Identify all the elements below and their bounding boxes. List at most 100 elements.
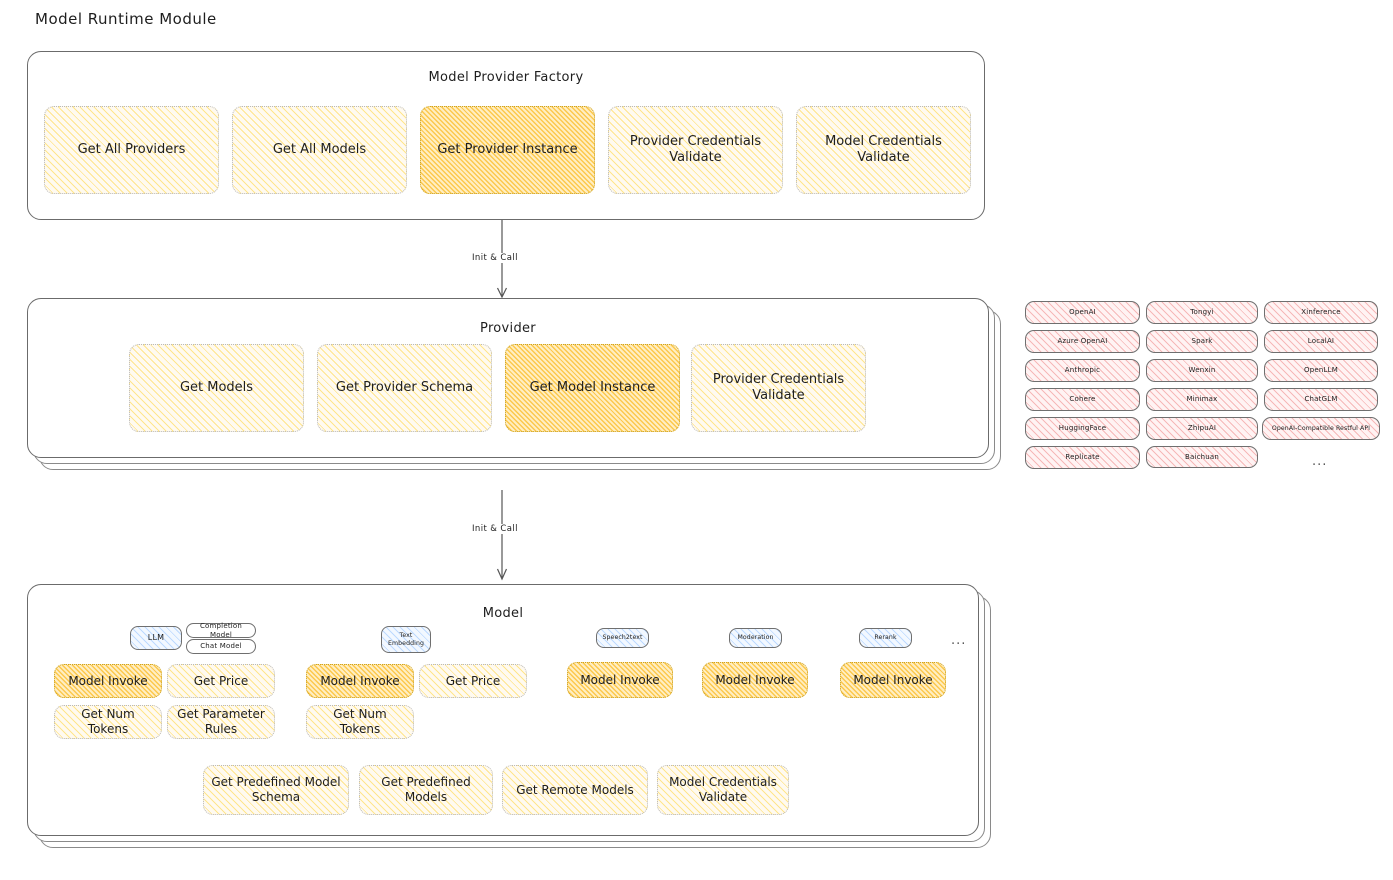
model-subtype-label: Completion Model <box>199 621 243 639</box>
model-types-more-ellipsis: ... <box>951 633 967 648</box>
provider-chip-chatglm[interactable]: ChatGLM <box>1264 388 1378 411</box>
model-type-moderation[interactable]: Moderation <box>729 628 782 648</box>
common-method-get-predefined-models[interactable]: Get Predefined Models <box>359 765 493 815</box>
provider-chip-azure-openai[interactable]: Azure OpenAI <box>1025 330 1140 353</box>
provider-item-get-provider-schema[interactable]: Get Provider Schema <box>317 344 492 432</box>
page-title: Model Runtime Module <box>35 10 217 28</box>
method-label: Get Price <box>445 673 501 688</box>
model-type-label: Speech2text <box>602 634 643 642</box>
provider-item-get-model-instance[interactable]: Get Model Instance <box>505 344 680 432</box>
provider-chip-tongyi[interactable]: Tongyi <box>1146 301 1258 324</box>
model-type-llm[interactable]: LLM <box>130 626 182 650</box>
method-label: Model Invoke <box>853 672 933 687</box>
model-subtype-chat-model[interactable]: Chat Model <box>186 639 256 654</box>
method-label: Get Num Tokens <box>81 707 135 736</box>
llm-method-get-price[interactable]: Get Price <box>167 664 275 698</box>
method-label: Model Invoke <box>715 672 795 687</box>
factory-item-get-provider-instance[interactable]: Get Provider Instance <box>420 106 595 194</box>
arrow-provider-to-model <box>496 490 508 581</box>
method-label: Get Num Tokens <box>333 707 387 736</box>
model-type-label: Rerank <box>874 634 897 642</box>
arrow-label-init-call-2: Init & Call <box>469 524 521 534</box>
provider-chip-label: Replicate <box>1065 453 1100 462</box>
rerank-method-model-invoke[interactable]: Model Invoke <box>840 662 946 698</box>
common-method-get-predefined-model-schema[interactable]: Get Predefined Model Schema <box>203 765 349 815</box>
provider-chip-openai-compatible-restful-api[interactable]: OpenAI-Compatible Restful API <box>1262 417 1380 440</box>
provider-chip-zhipuai[interactable]: ZhipuAI <box>1146 417 1258 440</box>
provider-chip-minimax[interactable]: Minimax <box>1146 388 1258 411</box>
provider-chip-label: Anthropic <box>1064 366 1101 375</box>
model-type-label: Moderation <box>737 634 774 642</box>
provider-chip-label: Tongyi <box>1190 308 1214 317</box>
speech2text-method-model-invoke[interactable]: Model Invoke <box>567 662 673 698</box>
factory-item-get-all-providers[interactable]: Get All Providers <box>44 106 219 194</box>
model-type-speech2text[interactable]: Speech2text <box>596 628 649 648</box>
factory-item-model-credentials-validate[interactable]: Model Credentials Validate <box>796 106 971 194</box>
method-label: Get Price <box>193 673 249 688</box>
model-type-text-embedding[interactable]: Text Embedding <box>381 626 431 653</box>
provider-chip-label: Baichuan <box>1184 452 1220 461</box>
provider-chip-replicate[interactable]: Replicate <box>1025 446 1140 469</box>
embedding-method-model-invoke[interactable]: Model Invoke <box>306 664 414 698</box>
factory-item-label: Get All Providers <box>77 141 186 157</box>
method-label: Get Predefined Models <box>381 775 471 804</box>
model-type-rerank[interactable]: Rerank <box>859 628 912 648</box>
provider-title: Provider <box>480 321 536 336</box>
provider-item-label: Get Model Instance <box>529 379 656 395</box>
provider-chip-cohere[interactable]: Cohere <box>1025 388 1140 411</box>
provider-chip-openllm[interactable]: OpenLLM <box>1264 359 1378 382</box>
provider-chip-label: OpenLLM <box>1304 366 1338 375</box>
moderation-method-model-invoke[interactable]: Model Invoke <box>702 662 808 698</box>
method-label: Get Remote Models <box>516 782 634 797</box>
model-title: Model <box>482 606 524 621</box>
provider-chip-spark[interactable]: Spark <box>1146 330 1258 353</box>
method-label: Model Invoke <box>320 673 400 688</box>
factory-title: Model Provider Factory <box>428 70 584 85</box>
provider-chip-label: HuggingFace <box>1058 424 1107 433</box>
provider-item-label: Get Models <box>179 379 254 395</box>
provider-item-label: Get Provider Schema <box>335 379 474 395</box>
method-label: Model Credentials Validate <box>669 775 777 804</box>
provider-chip-openai[interactable]: OpenAI <box>1025 301 1140 324</box>
provider-chip-baichuan[interactable]: Baichuan <box>1146 446 1258 468</box>
common-method-get-remote-models[interactable]: Get Remote Models <box>502 765 648 815</box>
method-label: Get Predefined Model Schema <box>211 775 341 804</box>
provider-item-get-models[interactable]: Get Models <box>129 344 304 432</box>
provider-item-provider-credentials-validate[interactable]: Provider Credentials Validate <box>691 344 866 432</box>
provider-list-more-ellipsis: ... <box>1312 454 1328 469</box>
llm-method-get-parameter-rules[interactable]: Get Parameter Rules <box>167 705 275 739</box>
embedding-method-get-num-tokens[interactable]: Get Num Tokens <box>306 705 414 739</box>
model-type-label: LLM <box>147 633 165 642</box>
model-subtype-label: Chat Model <box>200 642 242 651</box>
model-subtype-completion-model[interactable]: Completion Model <box>186 621 256 639</box>
provider-chip-label: OpenAI <box>1069 308 1096 317</box>
factory-item-label: Model Credentials Validate <box>825 133 942 165</box>
provider-chip-label: Spark <box>1191 337 1213 346</box>
provider-chip-wenxin[interactable]: Wenxin <box>1146 359 1258 382</box>
provider-chip-anthropic[interactable]: Anthropic <box>1025 359 1140 382</box>
llm-method-model-invoke[interactable]: Model Invoke <box>54 664 162 698</box>
provider-chip-label: ChatGLM <box>1304 395 1338 404</box>
factory-item-provider-credentials-validate[interactable]: Provider Credentials Validate <box>608 106 783 194</box>
provider-chip-label: OpenAI-Compatible Restful API <box>1271 424 1371 432</box>
provider-chip-huggingface[interactable]: HuggingFace <box>1025 417 1140 440</box>
provider-chip-xinference[interactable]: Xinference <box>1264 301 1378 324</box>
factory-item-label: Provider Credentials Validate <box>629 133 762 165</box>
provider-chip-label: Cohere <box>1069 395 1096 404</box>
method-label: Model Invoke <box>68 673 148 688</box>
arrow-label-init-call-1: Init & Call <box>469 253 521 263</box>
embedding-method-get-price[interactable]: Get Price <box>419 664 527 698</box>
factory-item-get-all-models[interactable]: Get All Models <box>232 106 407 194</box>
provider-chip-label: Azure OpenAI <box>1057 337 1108 346</box>
provider-chip-localai[interactable]: LocalAI <box>1264 330 1378 353</box>
llm-method-get-num-tokens[interactable]: Get Num Tokens <box>54 705 162 739</box>
method-label: Model Invoke <box>580 672 660 687</box>
method-label: Get Parameter Rules <box>177 707 265 736</box>
provider-chip-label: LocalAI <box>1307 337 1335 346</box>
provider-item-label: Provider Credentials Validate <box>712 371 845 403</box>
factory-item-label: Get All Models <box>272 141 367 157</box>
common-method-model-credentials-validate[interactable]: Model Credentials Validate <box>657 765 789 815</box>
provider-chip-label: Wenxin <box>1188 366 1216 375</box>
factory-item-label: Get Provider Instance <box>437 141 578 157</box>
